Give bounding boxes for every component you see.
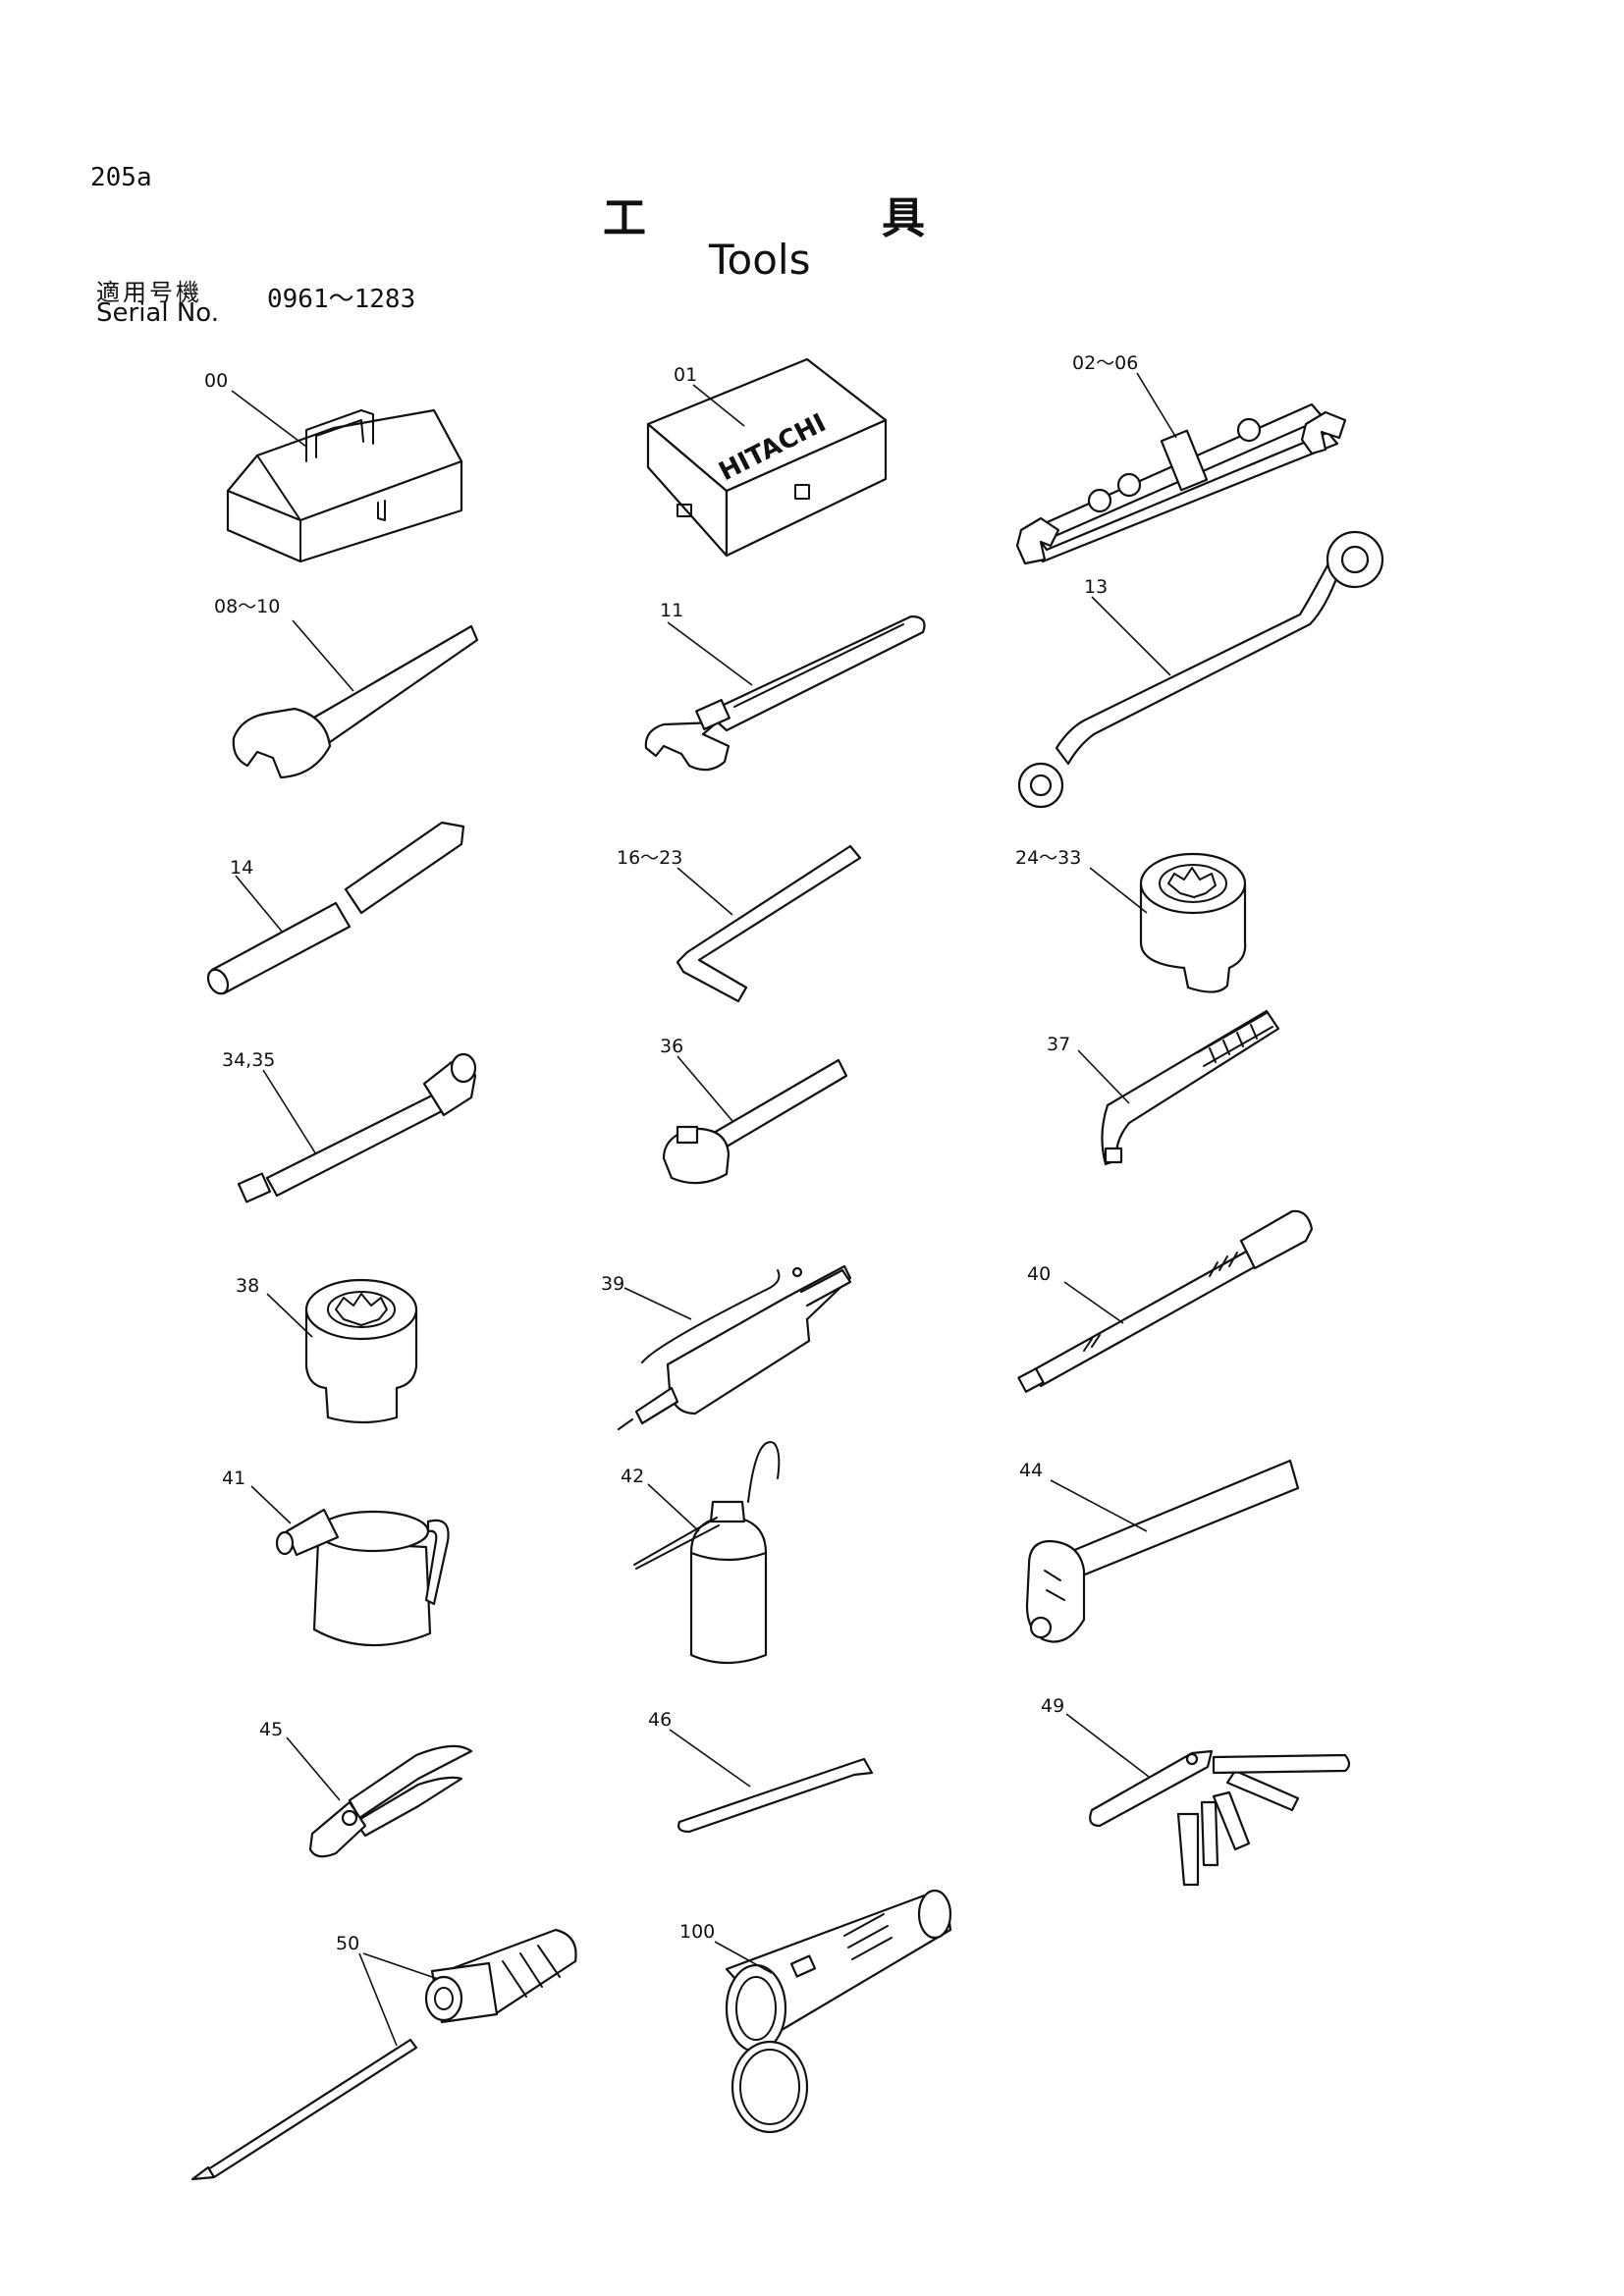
title-japanese-right: 具 (882, 193, 925, 243)
title-japanese-left: 工 (603, 193, 646, 243)
label-hammer: 44 (1019, 1460, 1043, 1481)
socket-extension-drawing (237, 1052, 477, 1203)
label-feeler-gauge: 49 (1041, 1695, 1064, 1717)
leader-flashlight (714, 1941, 773, 1974)
label-oil-jug: 41 (222, 1468, 245, 1489)
label-pliers: 45 (259, 1719, 283, 1740)
leader-feeler-gauge (1065, 1713, 1150, 1778)
leader-ratchet-handle (677, 1055, 733, 1122)
leader-large-socket (266, 1293, 313, 1338)
l-handle-drawing (1101, 1009, 1280, 1166)
label-l-handle: 37 (1047, 1034, 1070, 1055)
leader-tool-case (692, 384, 745, 427)
label-screwdriver: 50 (336, 1933, 359, 1954)
leader-ring-spanner (1091, 596, 1171, 676)
pliers-drawing (308, 1744, 473, 1858)
toolbox-drawing (226, 408, 463, 563)
tool-case-drawing: HITACHI (646, 357, 888, 558)
leader-l-handle (1077, 1049, 1130, 1104)
screwdriver-drawing (190, 1928, 577, 2181)
label-ring-spanner: 13 (1084, 576, 1108, 598)
flashlight-drawing (725, 1889, 952, 2134)
label-adjustable-wrench: 11 (660, 600, 683, 621)
label-pry-bar: 46 (648, 1709, 672, 1731)
label-tool-case: 01 (674, 364, 697, 386)
leader-extension-bar (235, 875, 284, 934)
label-flashlight: 100 (679, 1921, 715, 1943)
leader-grease-gun (623, 1287, 692, 1320)
leader-hammer (1050, 1479, 1148, 1532)
extension-bar-drawing (206, 821, 465, 995)
serial-range: 0961～1283 (267, 285, 416, 314)
label-extension-bar: 14 (230, 857, 253, 879)
title-english: Tools (709, 236, 811, 284)
label-grease-gun: 39 (601, 1273, 624, 1295)
leader-open-wrench (292, 619, 354, 692)
leader-oil-jug (250, 1485, 292, 1524)
socket-drawing (1139, 852, 1247, 993)
leader-torque-wrench (1063, 1281, 1124, 1324)
leader-pliers (286, 1736, 341, 1801)
leader-screwdriver-shaft (358, 1952, 398, 2047)
label-ratchet-handle: 36 (660, 1036, 683, 1057)
single-open-wrench-drawing (232, 624, 479, 779)
label-large-socket: 38 (236, 1275, 259, 1297)
oil-jug-drawing (275, 1508, 450, 1647)
large-socket-drawing (304, 1278, 418, 1424)
ratchet-handle-drawing (662, 1058, 848, 1185)
page-number: 205a (90, 163, 152, 192)
leader-adjustable-wrench (667, 621, 753, 686)
leader-socket-extension (262, 1069, 317, 1155)
label-torque-wrench: 40 (1027, 1263, 1051, 1285)
leader-toolbox (231, 390, 307, 448)
leader-hex-key (677, 867, 733, 916)
torque-wrench-drawing (1017, 1209, 1314, 1393)
serial-label-english: Serial No. (96, 298, 219, 328)
feeler-gauge-drawing (1089, 1749, 1351, 1887)
leader-pry-bar (669, 1729, 751, 1788)
leader-oil-can (647, 1483, 700, 1532)
leader-spanner-set (1136, 372, 1177, 439)
grease-gun-drawing (618, 1264, 852, 1430)
label-toolbox: 00 (204, 370, 228, 392)
serial-label-japanese: 適用号機 (96, 279, 202, 306)
label-socket: 24～33 (1015, 847, 1081, 869)
label-open-wrench: 08～10 (214, 596, 280, 617)
oil-can-drawing (633, 1441, 781, 1665)
label-oil-can: 42 (621, 1466, 644, 1487)
label-socket-extension: 34,35 (222, 1049, 275, 1071)
adjustable-wrench-drawing (644, 614, 926, 772)
offset-ring-spanner-drawing (1017, 530, 1384, 809)
label-spanner-set: 02～06 (1072, 352, 1138, 374)
label-hex-key: 16～23 (617, 847, 682, 869)
pry-bar-drawing (677, 1757, 874, 1834)
leader-socket (1089, 867, 1148, 914)
hammer-drawing (1025, 1459, 1300, 1643)
hex-key-drawing (676, 844, 862, 1003)
double-open-spanner-set-drawing (1015, 402, 1347, 565)
leader-screwdriver-handle (362, 1952, 439, 1980)
